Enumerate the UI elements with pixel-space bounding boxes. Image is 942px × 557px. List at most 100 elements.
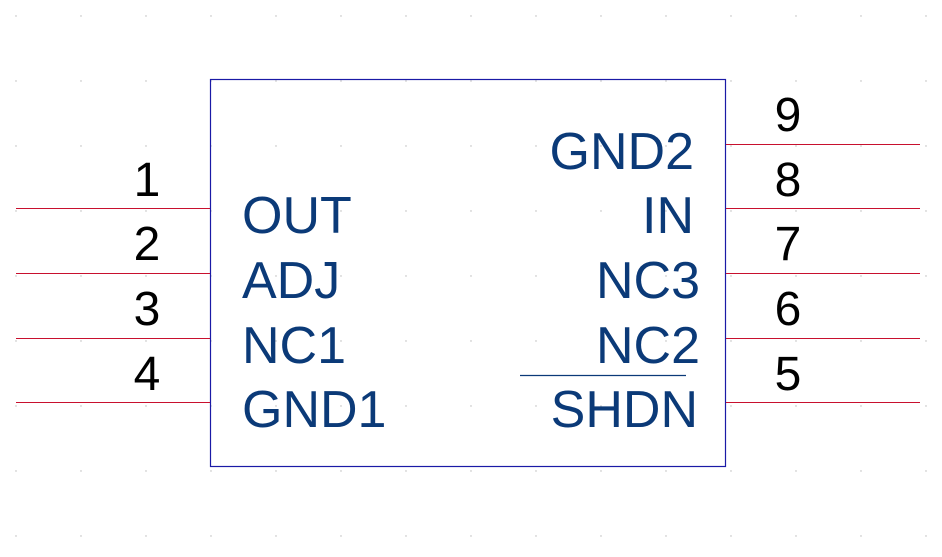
grid-dot — [535, 145, 537, 147]
grid-dot — [535, 340, 537, 342]
grid-dot — [925, 145, 927, 147]
grid-dot — [80, 340, 82, 342]
grid-dot — [795, 275, 797, 277]
grid-dot — [145, 15, 147, 17]
grid-dot — [665, 80, 667, 82]
grid-dot — [860, 470, 862, 472]
grid-dot — [795, 470, 797, 472]
grid-dot — [210, 535, 212, 537]
grid-dot — [15, 15, 17, 17]
grid-dot — [925, 405, 927, 407]
grid-dot — [730, 470, 732, 472]
grid-dot — [665, 405, 667, 407]
grid-dot — [340, 340, 342, 342]
grid-dot — [470, 340, 472, 342]
grid-dot — [275, 80, 277, 82]
grid-dot — [145, 275, 147, 277]
grid-dot — [15, 275, 17, 277]
grid-dot — [275, 470, 277, 472]
grid-dot — [795, 145, 797, 147]
grid-dot — [535, 80, 537, 82]
grid-dot — [535, 535, 537, 537]
grid-dot — [80, 15, 82, 17]
grid-dot — [925, 470, 927, 472]
grid-dot — [80, 405, 82, 407]
grid-dot — [275, 145, 277, 147]
grid-dot — [15, 80, 17, 82]
grid-dot — [730, 535, 732, 537]
grid-dot — [600, 340, 602, 342]
grid-dot — [860, 145, 862, 147]
grid-dot — [80, 80, 82, 82]
pin-1-name: OUT — [242, 187, 352, 245]
grid-dot — [925, 275, 927, 277]
grid-dot — [665, 210, 667, 212]
grid-dot — [405, 80, 407, 82]
pin-2-name: ADJ — [242, 252, 340, 310]
grid-dot — [470, 470, 472, 472]
grid-dot — [340, 535, 342, 537]
pin-7-number: 7 — [775, 218, 802, 271]
component-body — [209, 78, 727, 468]
grid-dot — [340, 470, 342, 472]
grid-dot — [795, 535, 797, 537]
grid-dot — [470, 535, 472, 537]
grid-dot — [535, 470, 537, 472]
pin-4-number: 4 — [134, 348, 161, 401]
grid-dot — [15, 470, 17, 472]
grid-dot — [535, 275, 537, 277]
grid-dot — [15, 145, 17, 147]
grid-dot — [145, 210, 147, 212]
grid-dot — [340, 275, 342, 277]
grid-dot — [730, 405, 732, 407]
grid-dot — [210, 470, 212, 472]
grid-dot — [340, 15, 342, 17]
pin-1-number: 1 — [134, 154, 161, 207]
grid-dot — [730, 275, 732, 277]
grid-dot — [600, 15, 602, 17]
grid-dot — [470, 275, 472, 277]
grid-dots — [15, 15, 927, 537]
grid-dot — [470, 80, 472, 82]
grid-dot — [340, 210, 342, 212]
grid-dot — [925, 15, 927, 17]
grid-dot — [860, 405, 862, 407]
grid-dot — [795, 340, 797, 342]
grid-dot — [860, 80, 862, 82]
grid-dot — [405, 15, 407, 17]
pin-9-number: 9 — [775, 89, 802, 142]
pin-5-name: SHDN — [551, 381, 698, 439]
pin-5-number: 5 — [775, 348, 802, 401]
grid-dot — [925, 340, 927, 342]
grid-dot — [340, 145, 342, 147]
grid-dot — [80, 470, 82, 472]
grid-dot — [145, 470, 147, 472]
grid-dot — [600, 210, 602, 212]
grid-dot — [470, 210, 472, 212]
grid-dot — [600, 275, 602, 277]
grid-dot — [535, 210, 537, 212]
pin-6-number: 6 — [775, 283, 802, 336]
grid-dot — [795, 210, 797, 212]
pin-7-name: NC3 — [596, 252, 700, 310]
pin-8-name: IN — [642, 187, 694, 245]
grid-dot — [665, 145, 667, 147]
grid-dot — [405, 470, 407, 472]
grid-dot — [600, 80, 602, 82]
grid-dot — [470, 145, 472, 147]
grid-dot — [860, 15, 862, 17]
grid-dot — [145, 405, 147, 407]
grid-dot — [600, 405, 602, 407]
grid-dot — [730, 210, 732, 212]
grid-dot — [665, 470, 667, 472]
grid-dot — [405, 210, 407, 212]
grid-dot — [275, 210, 277, 212]
grid-dot — [600, 535, 602, 537]
grid-dot — [535, 405, 537, 407]
grid-dot — [665, 340, 667, 342]
grid-dot — [860, 275, 862, 277]
grid-dot — [80, 535, 82, 537]
pin-2-number: 2 — [134, 218, 161, 271]
grid-dot — [275, 535, 277, 537]
grid-dot — [600, 145, 602, 147]
